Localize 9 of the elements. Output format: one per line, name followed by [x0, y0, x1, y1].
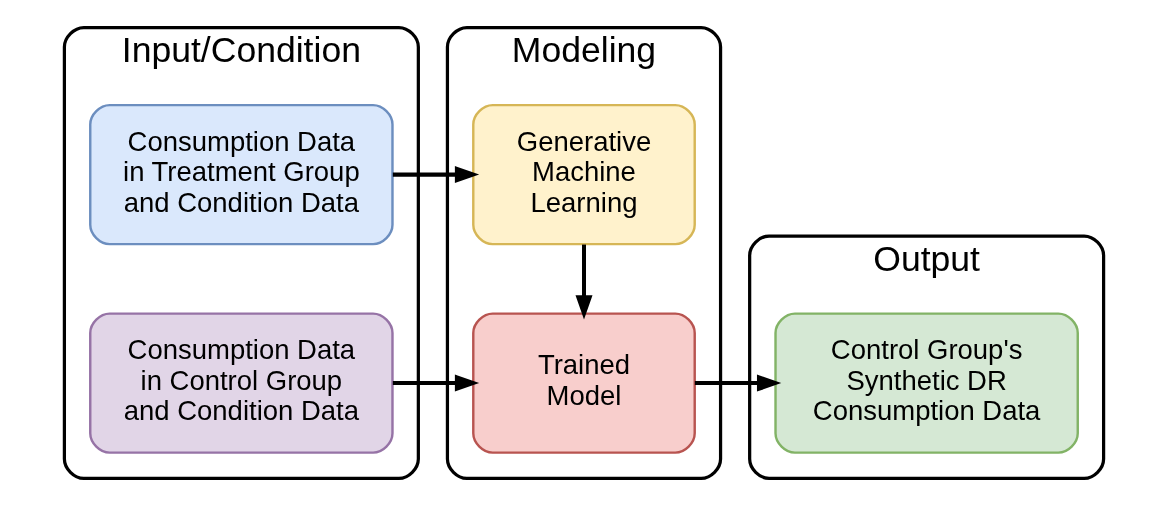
node-box: Generative Machine Learning — [471, 103, 696, 246]
arrow — [694, 374, 781, 392]
arrow — [392, 166, 479, 184]
node-box: Control Group's Synthetic DR Consumption Data — [773, 312, 1079, 454]
node-box: Consumption Data in Treatment Group and Condition Data — [88, 103, 394, 246]
arrow — [392, 374, 479, 392]
node-box: Consumption Data in Control Group and Condition Data — [88, 312, 394, 454]
node-box: Trained Model — [471, 312, 696, 454]
arrow — [575, 244, 592, 320]
